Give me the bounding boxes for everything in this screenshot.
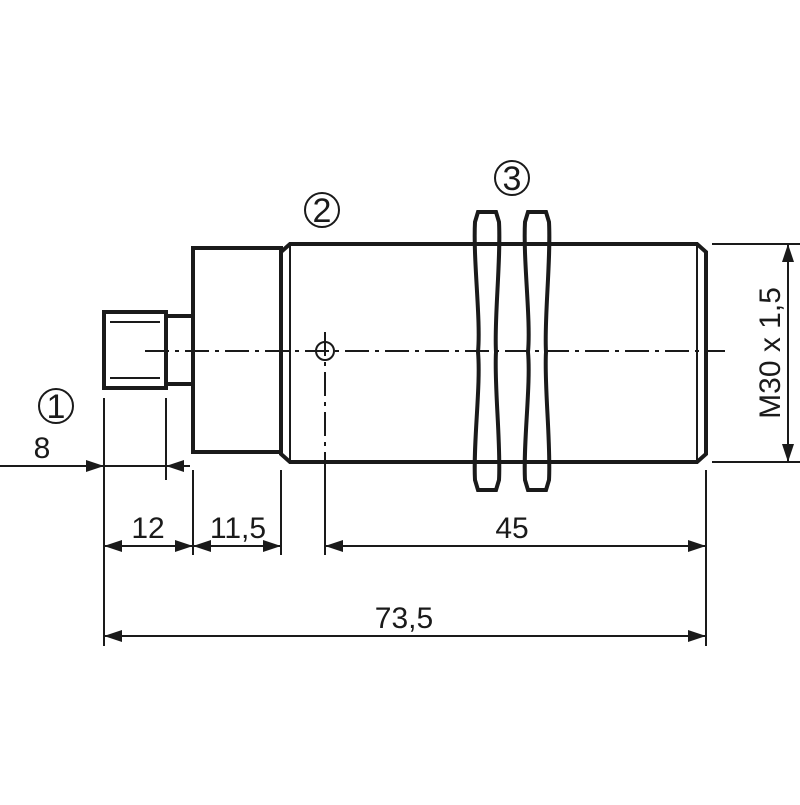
callout-3: 3	[494, 160, 530, 198]
dim-label-11-5: 11,5	[210, 512, 266, 545]
dim-label-73-5: 73,5	[375, 602, 433, 635]
threaded-barrel	[279, 242, 708, 464]
callout-1: 1	[38, 388, 74, 426]
callout-circle-3	[494, 160, 530, 196]
dim-label-45: 45	[495, 512, 528, 545]
dimension-thread-size: M30 x 1,5	[754, 244, 794, 462]
callout-2: 2	[304, 192, 340, 230]
dimension-connector-length: 8	[0, 432, 190, 472]
callout-circle-1	[38, 388, 74, 424]
lock-nut-right	[522, 210, 552, 492]
dim-label-12: 12	[131, 512, 164, 545]
callout-circle-2	[304, 192, 340, 228]
callout-number-2: 2	[313, 192, 332, 230]
lock-nut-left	[472, 210, 502, 492]
dimension-total-length: 73,5	[104, 602, 706, 642]
dim-label-thread: M30 x 1,5	[754, 287, 787, 419]
callout-number-1: 1	[47, 388, 66, 426]
extension-lines	[103, 243, 800, 646]
dimension-row-sections: 12 11,5 45	[104, 512, 706, 552]
dim-label-8: 8	[34, 432, 51, 465]
callout-number-3: 3	[503, 160, 522, 198]
